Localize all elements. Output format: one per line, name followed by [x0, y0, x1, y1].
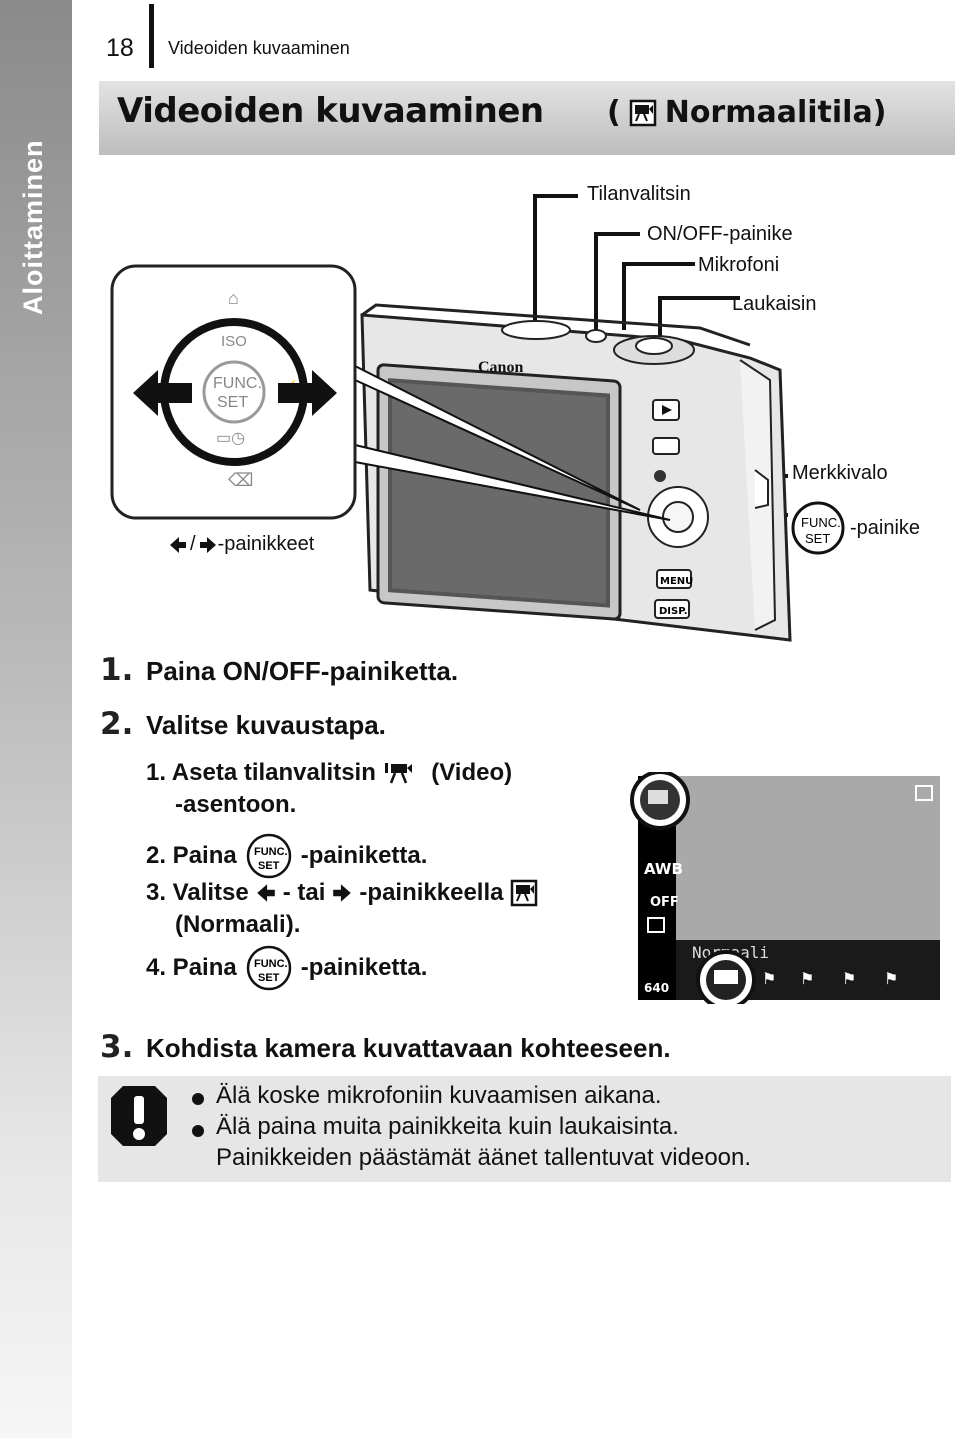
note-2: Älä paina muita painikkeita kuin laukais…: [216, 1113, 679, 1140]
side-tab-label: Aloittaminen: [18, 139, 48, 315]
header-divider: [149, 4, 154, 68]
func-set-icon: FUNC. SET: [246, 833, 291, 879]
step-1-text: Paina ON/OFF-painiketta.: [146, 656, 459, 686]
section-title-bar: Videoiden kuvaaminen ( Normaalitila): [99, 81, 955, 155]
func-set-icon: FUNC. SET: [791, 501, 845, 555]
note-1: Älä koske mikrofoniin kuvaamisen aikana.: [216, 1082, 662, 1109]
callout-func-set: FUNC. SET -painike: [790, 500, 920, 556]
arrows-label: -painikkeet: [217, 533, 315, 555]
section-mode: ( Normaalitila): [607, 95, 886, 130]
callout-mode-dial: Tilanvalitsin: [587, 183, 691, 205]
lcd-screen-illustration: AWB OFF 640 Normaali ⚑⚑⚑⚑: [630, 772, 940, 1004]
lcd-resolution-icon: 640: [644, 981, 669, 995]
svg-text:SET: SET: [258, 860, 280, 872]
svg-text:⚑: ⚑: [884, 969, 898, 988]
mode-paren: (: [607, 95, 621, 130]
substep-3: 3. Valitse - tai -painikkeella: [146, 878, 538, 908]
camera-illustration: Canon MENU DISP. FUNC. SET ISO ⌂ ⌫ ▭◷ ⚡: [110, 194, 792, 642]
side-tab: Aloittaminen: [0, 0, 72, 1438]
dial-right-arrow-icon: [278, 370, 337, 416]
lcd-flash-off-icon: OFF: [650, 895, 679, 910]
movie-normal-icon: [629, 99, 656, 126]
right-arrow-icon: [333, 884, 352, 902]
substep-4: 4. Paina FUNC. SET -painiketta.: [146, 944, 427, 992]
dial-left-arrow-icon: [133, 370, 192, 416]
callout-microphone: Mikrofoni: [698, 254, 780, 276]
svg-text:SET: SET: [805, 531, 830, 546]
svg-text:▭◷: ▭◷: [216, 430, 245, 447]
dial-func-label: FUNC.: [213, 375, 262, 392]
step-1-number: 1.: [100, 652, 134, 688]
callout-on-off: ON/OFF-painike: [647, 223, 793, 245]
caution-box: Älä koske mikrofoniin kuvaamisen aikana.…: [98, 1076, 951, 1182]
movie-normal-icon: [510, 879, 537, 907]
bullet-1: [192, 1093, 204, 1105]
step-2-text: Valitse kuvaustapa.: [146, 710, 386, 740]
caution-icon: [111, 1086, 167, 1146]
svg-text:FUNC.: FUNC.: [801, 515, 841, 530]
substep-1: 1. Aseta tilanvalitsin (Video): [146, 759, 513, 786]
callout-arrows: / -painikkeet: [168, 533, 314, 556]
mode-label: Normaalitila): [664, 95, 887, 130]
func-set-icon: FUNC. SET: [246, 945, 291, 991]
svg-text:⌂: ⌂: [228, 288, 239, 308]
svg-text:⌫: ⌫: [228, 470, 253, 490]
step-1: 1. Paina ON/OFF-painiketta.: [100, 652, 458, 688]
callout-indicator: Merkkivalo: [792, 462, 888, 484]
camera-brand: Canon: [478, 359, 523, 376]
section-title: Videoiden kuvaaminen: [117, 91, 544, 131]
step-3: 3. Kohdista kamera kuvattavaan kohteesee…: [100, 1029, 671, 1065]
left-arrow-icon: [170, 536, 186, 553]
substep-2: 2. Paina FUNC. SET -painiketta.: [146, 832, 427, 880]
svg-text:FUNC.: FUNC.: [254, 846, 288, 858]
step-2: 2. Valitse kuvaustapa.: [100, 706, 386, 742]
right-arrow-icon: [199, 536, 216, 553]
step-2-number: 2.: [100, 706, 134, 742]
page-number: 18: [106, 34, 134, 62]
running-title: Videoiden kuvaaminen: [168, 38, 350, 58]
step-3-number: 3.: [100, 1029, 134, 1065]
func-set-label: -painike: [850, 516, 921, 539]
lcd-awb-icon: AWB: [644, 860, 683, 878]
svg-text:⚑: ⚑: [800, 969, 814, 988]
bullet-2: [192, 1125, 204, 1137]
menu-button-label: MENU: [660, 576, 693, 587]
disp-button-label: DISP.: [659, 606, 688, 617]
svg-text:⚑: ⚑: [762, 969, 776, 988]
dial-iso-label: ISO: [221, 333, 247, 350]
svg-text:FUNC.: FUNC.: [254, 958, 288, 970]
svg-text:⚑: ⚑: [842, 969, 856, 988]
substep-3-cont: (Normaali).: [175, 911, 301, 938]
note-3: Painikkeiden päästämät äänet tallentuvat…: [216, 1144, 752, 1171]
step-3-text: Kohdista kamera kuvattavaan kohteeseen.: [146, 1033, 671, 1063]
svg-text:SET: SET: [258, 972, 280, 984]
dial-set-label: SET: [217, 394, 248, 411]
left-arrow-icon: [256, 884, 275, 902]
callout-shutter: Laukaisin: [732, 293, 817, 315]
substep-1-cont: -asentoon.: [175, 791, 297, 818]
movie-mode-icon: [384, 762, 412, 784]
camera-body: Canon MENU DISP.: [360, 303, 792, 642]
